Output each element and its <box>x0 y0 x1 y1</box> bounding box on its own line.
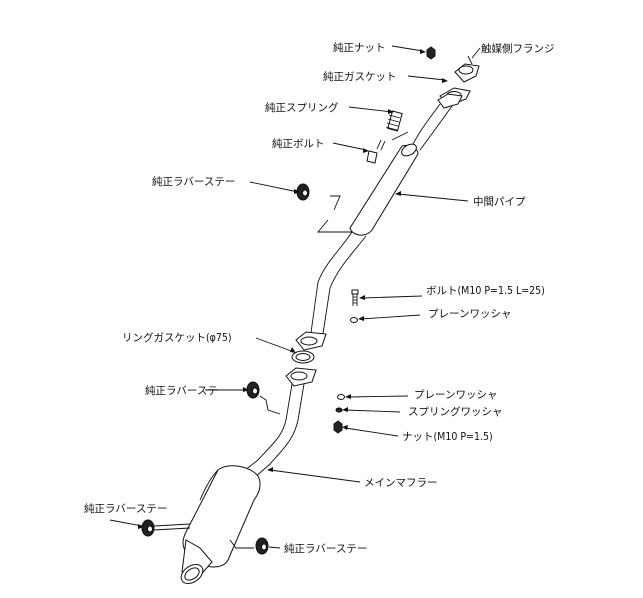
genuine-spring-part <box>385 110 403 132</box>
label-mid-pipe: 中間パイプ <box>473 195 526 208</box>
genuine-nut-part <box>426 46 436 60</box>
label-rubber-stay-mid: 純正ラバーステー <box>145 384 228 397</box>
label-rubber-stay-top: 純正ラバーステー <box>152 175 235 188</box>
label-genuine-spring: 純正スプリング <box>265 101 339 114</box>
label-bolt-spec: ボルト(M10 P=1.5 L=25) <box>426 285 545 297</box>
label-genuine-gasket: 純正ガスケット <box>323 70 397 83</box>
spring-washer-part <box>335 407 343 413</box>
label-genuine-nut: 純正ナット <box>333 41 386 54</box>
label-ring-gasket: リングガスケット(φ75) <box>122 331 232 344</box>
label-spring-washer: スプリングワッシャ <box>408 405 503 418</box>
label-plain-washer-top: プレーンワッシャ <box>428 308 511 320</box>
plain-washer-top-part <box>350 317 358 323</box>
label-plain-washer-bottom: プレーンワッシャ <box>414 389 497 401</box>
label-rubber-stay-right: 純正ラバーステー <box>284 542 367 555</box>
mid-pipe-part <box>295 103 453 351</box>
rubber-stay-mid-part <box>246 381 260 399</box>
label-catalyst-flange: 触媒側フランジ <box>481 42 555 55</box>
rubber-stay-top-part <box>296 183 310 201</box>
catalyst-flange-assembly <box>366 46 480 164</box>
rubber-stay-left-part <box>141 519 155 537</box>
label-genuine-bolt: 純正ボルト <box>272 137 325 150</box>
bolt-m10-part <box>351 289 359 306</box>
leader-lines <box>109 45 481 549</box>
ring-gasket-part <box>291 350 315 364</box>
main-muffler-part <box>153 367 317 585</box>
plain-washer-bottom-part <box>337 394 345 400</box>
nut-m10-part <box>333 420 343 434</box>
genuine-bolt-part <box>366 139 386 164</box>
label-rubber-stay-left: 純正ラバーステー <box>84 502 167 515</box>
label-nut-spec: ナット(M10 P=1.5) <box>402 431 493 443</box>
catalyst-flange-part <box>454 55 480 83</box>
rubber-stay-right-part <box>255 537 269 555</box>
label-main-muffler: メインマフラー <box>364 477 438 489</box>
